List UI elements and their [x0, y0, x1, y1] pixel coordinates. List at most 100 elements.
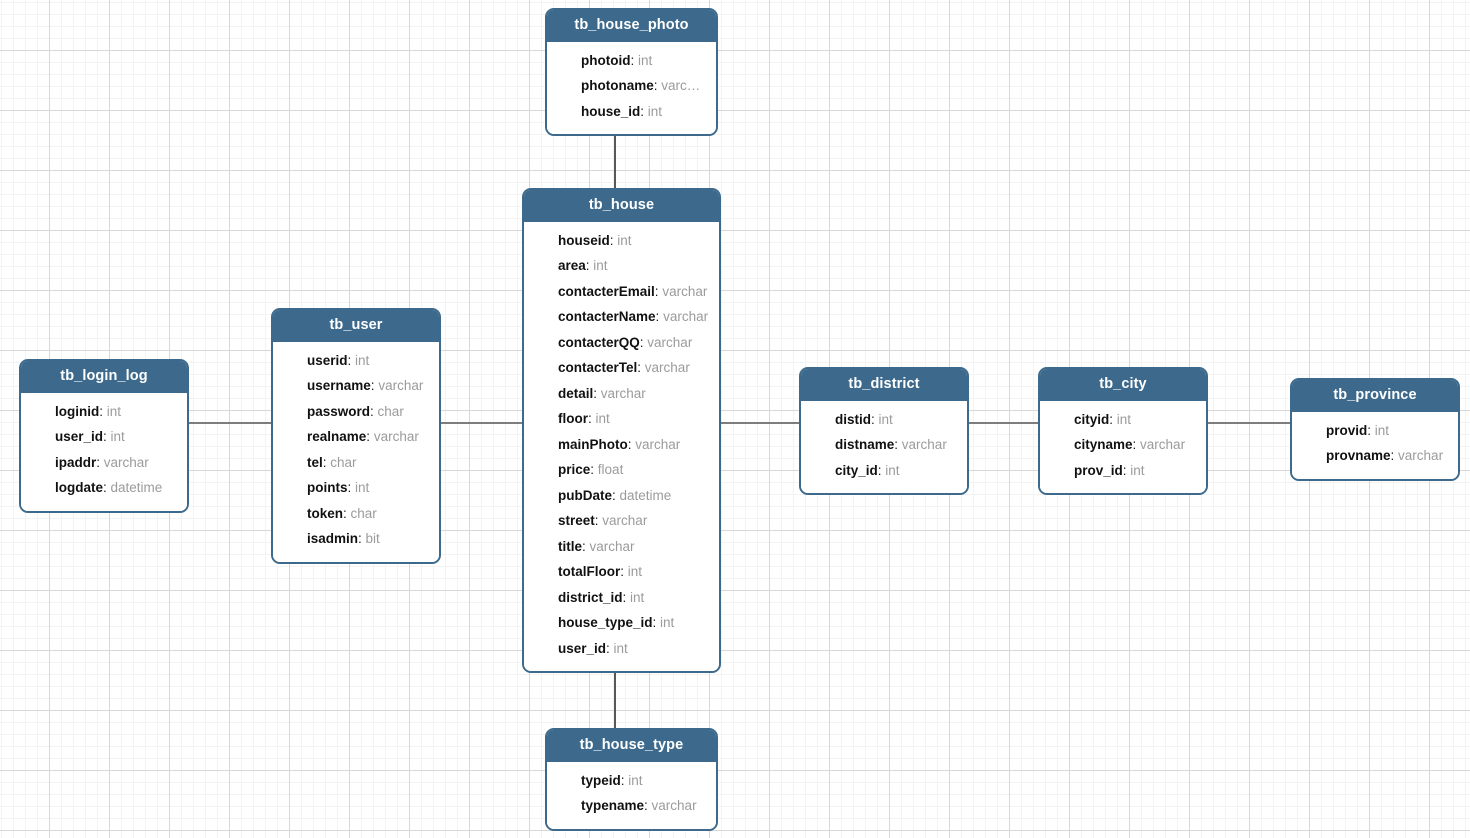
field-type: int	[627, 564, 643, 579]
connector-rel-photo-house[interactable]	[614, 130, 616, 188]
connector-rel-user-house[interactable]	[439, 422, 524, 424]
field-row[interactable]: contacterEmail: varchar	[524, 279, 719, 305]
field-row[interactable]: pubDate: datetime	[524, 483, 719, 509]
field-separator: :	[1367, 422, 1375, 438]
field-separator: :	[612, 487, 620, 503]
field-row[interactable]: houseid: int	[524, 228, 719, 254]
field-name: totalFloor	[558, 564, 621, 579]
entity-title-tb_province: tb_province	[1292, 380, 1458, 412]
field-row[interactable]: floor: int	[524, 406, 719, 432]
field-name: house_type_id	[558, 615, 653, 630]
field-row[interactable]: isadmin: bit	[273, 526, 439, 552]
entity-title-tb_city: tb_city	[1040, 369, 1206, 401]
field-name: pubDate	[558, 487, 612, 503]
field-row[interactable]: tel: char	[273, 450, 439, 476]
field-row[interactable]: prov_id: int	[1040, 458, 1206, 484]
field-type: varchar	[1140, 437, 1186, 452]
connector-rel-house-type[interactable]	[614, 664, 616, 730]
field-type: varchar	[1398, 448, 1444, 463]
field-row[interactable]: typeid: int	[547, 768, 716, 794]
field-row[interactable]: distid: int	[801, 407, 967, 433]
field-type: int	[595, 411, 610, 426]
field-row[interactable]: typename: varchar	[547, 793, 716, 819]
field-row[interactable]: detail: varchar	[524, 381, 719, 407]
field-row[interactable]: totalFloor: int	[524, 559, 719, 585]
field-name: typeid	[581, 772, 621, 788]
field-row[interactable]: user_id: int	[524, 636, 719, 662]
field-type: varchar	[644, 360, 690, 375]
field-row[interactable]: price: float	[524, 457, 719, 483]
field-type: float	[597, 462, 624, 477]
field-row[interactable]: token: char	[273, 501, 439, 527]
field-row[interactable]: area: int	[524, 253, 719, 279]
field-name: area	[558, 258, 586, 273]
field-name: contacterTel	[558, 360, 638, 375]
field-row[interactable]: photoname: varc…	[547, 73, 716, 99]
connector-rel-house-district[interactable]	[719, 422, 801, 424]
field-row[interactable]: title: varchar	[524, 534, 719, 560]
field-row[interactable]: logdate: datetime	[21, 475, 187, 501]
field-separator: :	[655, 309, 664, 324]
field-name: district_id	[558, 589, 623, 605]
field-name: distid	[835, 411, 871, 427]
field-name: provname	[1326, 448, 1391, 463]
field-row[interactable]: contacterQQ: varchar	[524, 330, 719, 356]
connector-rel-district-city[interactable]	[967, 422, 1040, 424]
field-row[interactable]: photoid: int	[547, 48, 716, 74]
field-row[interactable]: provid: int	[1292, 418, 1458, 444]
field-row[interactable]: mainPhoto: varchar	[524, 432, 719, 458]
field-name: price	[558, 462, 591, 477]
field-row[interactable]: provname: varchar	[1292, 443, 1458, 469]
field-row[interactable]: user_id: int	[21, 424, 187, 450]
field-row[interactable]: house_id: int	[547, 99, 716, 125]
field-row[interactable]: city_id: int	[801, 458, 967, 484]
entity-title-tb_house_type: tb_house_type	[547, 730, 716, 762]
field-row[interactable]: password: char	[273, 399, 439, 425]
field-type: varchar	[663, 309, 709, 324]
field-type: char	[330, 454, 357, 470]
field-row[interactable]: cityname: varchar	[1040, 432, 1206, 458]
connector-rel-city-province[interactable]	[1206, 422, 1292, 424]
field-type: varc…	[661, 78, 701, 93]
field-row[interactable]: contacterName: varchar	[524, 304, 719, 330]
field-separator: :	[590, 462, 598, 477]
field-row[interactable]: ipaddr: varchar	[21, 450, 187, 476]
field-row[interactable]: district_id: int	[524, 585, 719, 611]
field-type: int	[110, 429, 125, 444]
entity-title-tb_house_photo: tb_house_photo	[547, 10, 716, 42]
field-row[interactable]: contacterTel: varchar	[524, 355, 719, 381]
field-name: city_id	[835, 462, 878, 478]
field-name: contacterQQ	[558, 334, 640, 350]
field-row[interactable]: realname: varchar	[273, 424, 439, 450]
field-type: int	[355, 352, 370, 368]
field-separator: :	[894, 437, 902, 452]
field-row[interactable]: cityid: int	[1040, 407, 1206, 433]
field-type: int	[593, 258, 608, 273]
connector-rel-loginlog-user[interactable]	[187, 422, 273, 424]
field-row[interactable]: username: varchar	[273, 373, 439, 399]
field-type: varchar	[662, 283, 708, 299]
field-row[interactable]: loginid: int	[21, 399, 187, 425]
field-type: int	[630, 589, 645, 605]
field-row[interactable]: points: int	[273, 475, 439, 501]
field-row[interactable]: street: varchar	[524, 508, 719, 534]
field-type: varchar	[103, 454, 149, 470]
field-row[interactable]: userid: int	[273, 348, 439, 374]
field-name: password	[307, 403, 371, 419]
field-separator: :	[347, 480, 356, 495]
field-row[interactable]: distname: varchar	[801, 432, 967, 458]
field-row[interactable]: house_type_id: int	[524, 610, 719, 636]
